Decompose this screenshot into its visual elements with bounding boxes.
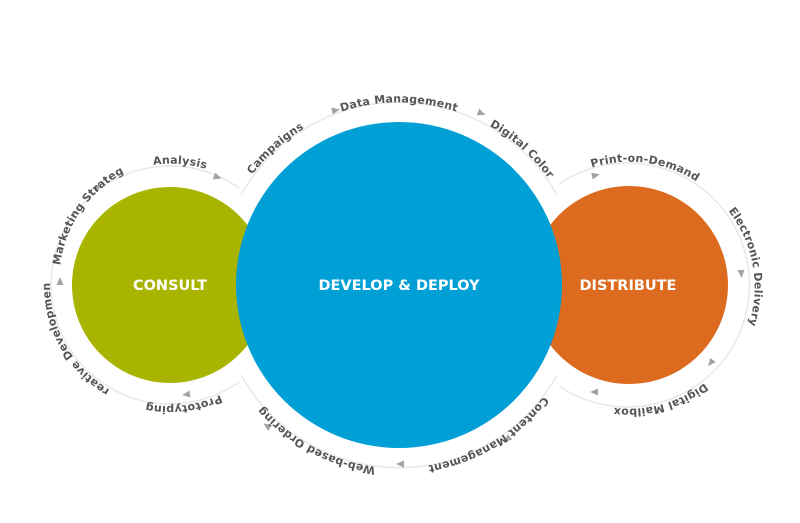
arrow-icon bbox=[737, 269, 745, 278]
distribute-circle bbox=[530, 186, 728, 384]
arrow-icon bbox=[708, 357, 716, 367]
develop-deploy-circle bbox=[236, 122, 562, 448]
arrow-icon bbox=[503, 434, 513, 443]
arrow-icon bbox=[590, 388, 598, 396]
develop-deploy-label: DEVELOP & DEPLOY bbox=[318, 278, 480, 294]
distribute-label: DISTRIBUTE bbox=[580, 278, 677, 294]
arrow-icon bbox=[396, 460, 404, 468]
consult-label: CONSULT bbox=[133, 278, 207, 294]
arrow-icon bbox=[263, 423, 273, 431]
arrow-icon bbox=[182, 390, 191, 398]
arrow-icon bbox=[56, 277, 64, 285]
arrow-icon bbox=[212, 172, 222, 180]
arrow-icon bbox=[476, 108, 486, 116]
ring-label-digital-mailbox: Digital Mailbox bbox=[613, 381, 711, 419]
arrow-icon bbox=[331, 107, 340, 115]
consult-circle bbox=[72, 187, 268, 383]
develop-ring-track-top bbox=[240, 101, 558, 196]
consult-ring-track bbox=[50, 165, 240, 405]
ring-tracks bbox=[50, 101, 751, 469]
arrow-icon bbox=[92, 183, 101, 193]
arrow-icon bbox=[591, 172, 600, 180]
ring-label-data-management: Data Management bbox=[338, 92, 459, 114]
ring-label-analysis: Analysis bbox=[152, 154, 209, 172]
cycle-arrows bbox=[56, 107, 745, 468]
ring-label-print-on-demand: Print-on-Demand bbox=[589, 152, 702, 184]
distribute-ring-track bbox=[558, 162, 751, 408]
develop-ring-track-bottom bbox=[240, 374, 558, 469]
